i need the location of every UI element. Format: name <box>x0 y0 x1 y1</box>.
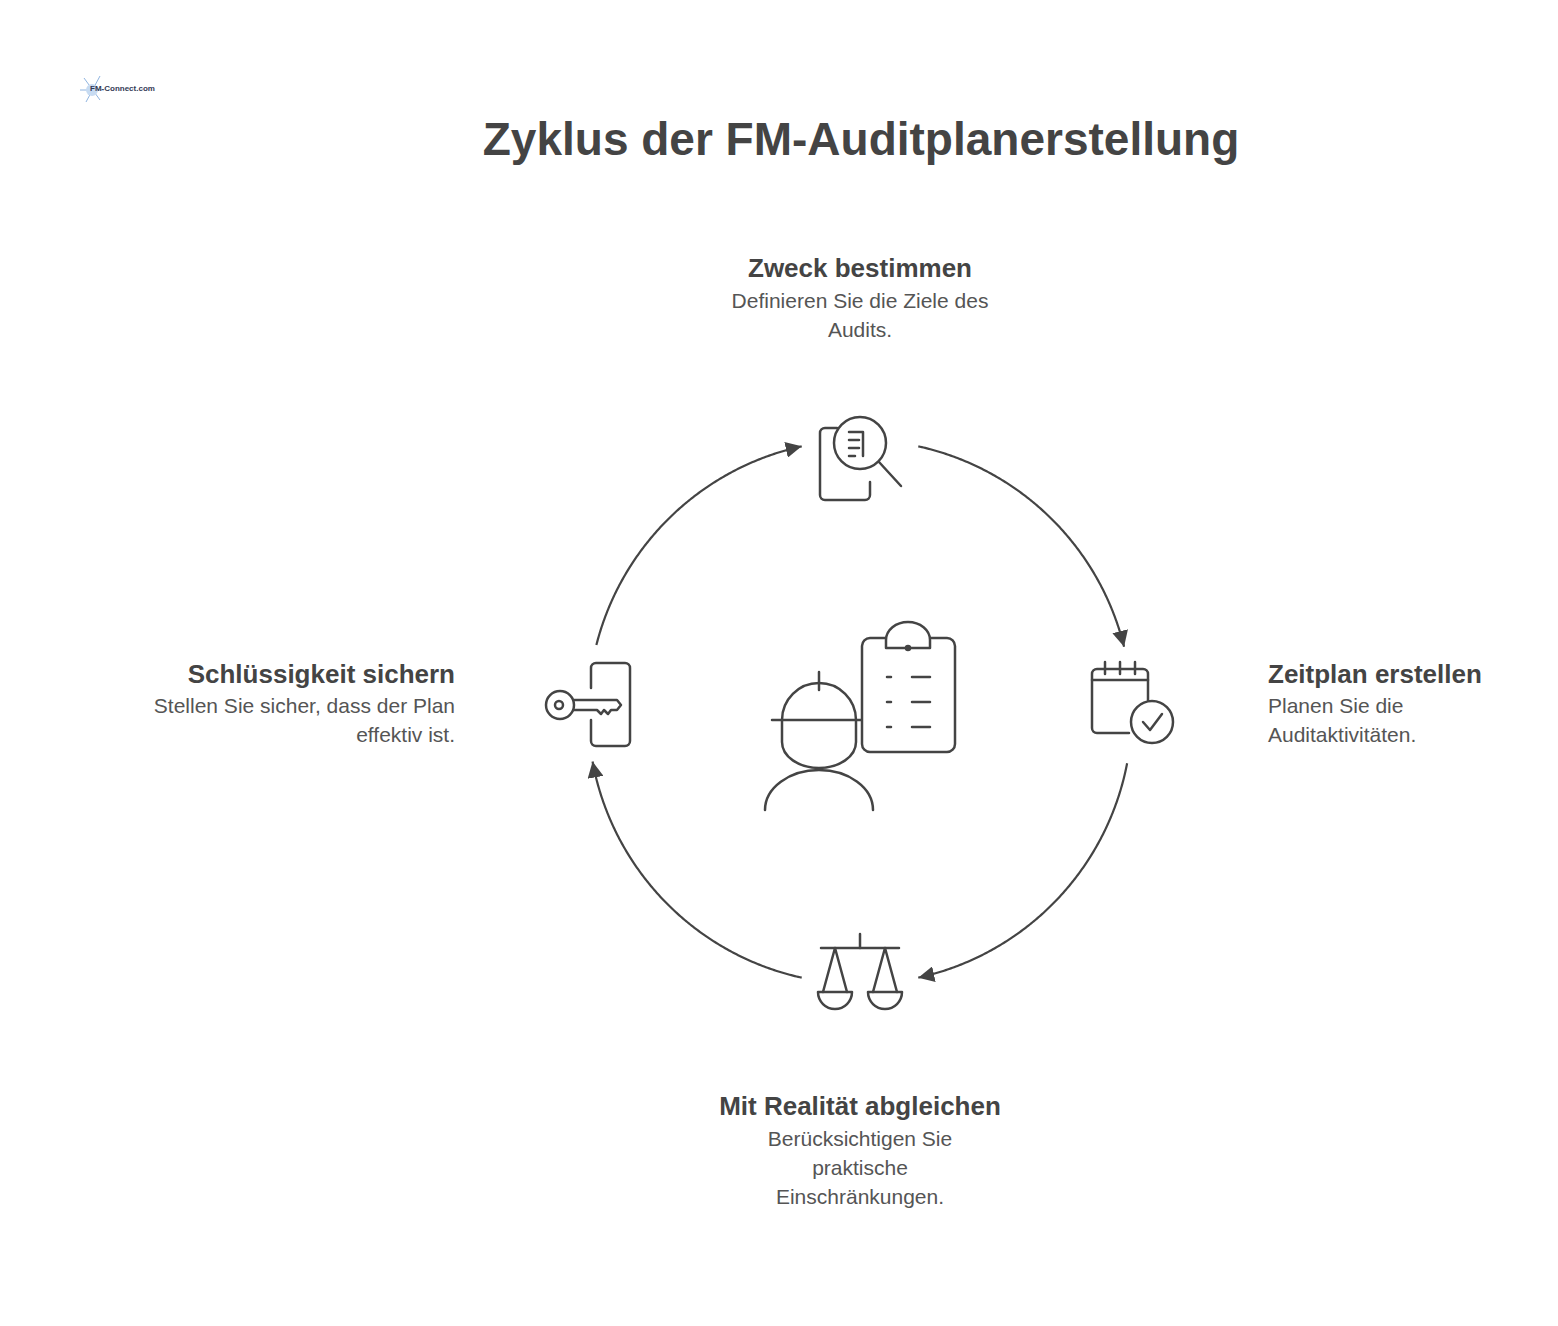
cycle-arrow <box>918 763 1127 977</box>
scales-icon <box>815 930 905 1020</box>
cycle-arrow <box>918 446 1124 646</box>
cycle-step: Zeitplan erstellenPlanen Sie die Auditak… <box>1085 658 1545 754</box>
doc-search-icon <box>815 412 905 502</box>
diagram-title: Zyklus der FM-Auditplanerstellung <box>0 112 1558 166</box>
step-heading: Mit Realität abgleichen <box>700 1090 1020 1122</box>
cycle-arrow <box>593 762 802 978</box>
auditor-illustration <box>765 622 955 810</box>
cycle-step: Zweck bestimmenDefinieren Sie die Ziele … <box>700 252 1020 506</box>
step-heading: Schlüssigkeit sichern <box>110 658 455 690</box>
key-door-icon <box>545 658 635 748</box>
step-heading: Zeitplan erstellen <box>1268 658 1538 690</box>
cycle-step: Schlüssigkeit sichernStellen Sie sicher,… <box>110 658 640 753</box>
cycle-step: Mit Realität abgleichenBerücksichtigen S… <box>700 930 1020 1215</box>
step-description: Planen Sie die Auditaktivitäten. <box>1268 691 1518 749</box>
step-heading: Zweck bestimmen <box>700 252 1020 284</box>
step-description: Stellen Sie sicher, dass der Plan effekt… <box>125 691 455 749</box>
cycle-arrow <box>596 446 801 645</box>
step-description: Berücksichtigen Sie praktische Einschrän… <box>740 1124 980 1211</box>
step-description: Definieren Sie die Ziele des Audits. <box>700 286 1020 344</box>
calendar-check-icon <box>1085 660 1175 750</box>
logo-watermark: FM-Connect.com <box>90 84 155 93</box>
